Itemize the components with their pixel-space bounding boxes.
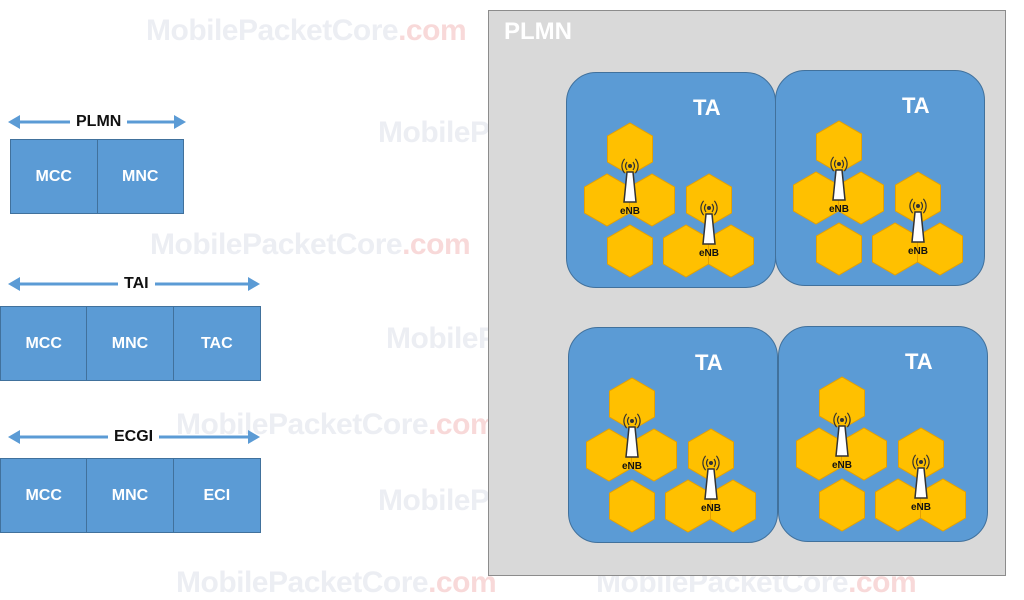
cell-hexagon — [708, 224, 754, 278]
enb-antenna-icon — [833, 412, 851, 457]
ecgi-label: ECGI — [108, 425, 160, 449]
enb-label: eNB — [701, 503, 721, 514]
mnc-field: MNC — [97, 140, 183, 213]
tai-box: MCC MNC TAC — [0, 306, 261, 381]
enb-label: eNB — [620, 206, 640, 217]
ta-label: TA — [905, 349, 933, 374]
cell-hexagon — [686, 173, 732, 227]
enb-antenna-icon — [702, 455, 720, 500]
mnc-field: MNC — [87, 459, 174, 532]
enb-antenna-icon — [621, 158, 639, 203]
enb-label: eNB — [699, 248, 719, 259]
plmn-arrow: PLMN — [8, 110, 186, 134]
tracking-area: TA eNB eNB — [568, 327, 778, 543]
ecgi-arrow: ECGI — [8, 425, 260, 449]
cell-hexagon — [819, 478, 865, 532]
cell-hexagon — [609, 479, 655, 533]
enb-antenna-icon — [623, 413, 641, 458]
cell-hexagon — [629, 173, 675, 227]
watermark: MobilePacketCore.com — [146, 14, 467, 47]
cell-cluster: eNB eNB — [793, 120, 963, 276]
cell-hexagon — [816, 120, 862, 174]
tai-label: TAI — [118, 272, 155, 296]
enb-label: eNB — [908, 246, 928, 257]
tracking-area: TA eNB eNB — [778, 326, 988, 542]
cell-hexagon — [819, 376, 865, 430]
watermark: MobilePacketCore.com — [150, 228, 471, 261]
tai-arrow: TAI — [8, 272, 260, 296]
cell-hexagon — [584, 173, 630, 227]
cell-hexagon — [841, 427, 887, 481]
cell-hexagon — [917, 222, 963, 276]
tracking-area: TA eNB eNB — [775, 70, 985, 286]
enb-label: eNB — [832, 460, 852, 471]
cell-hexagon — [796, 427, 842, 481]
tracking-area: TA eNB eNB — [566, 72, 776, 288]
eci-field: ECI — [173, 459, 260, 532]
enb-antenna-icon — [912, 454, 930, 499]
enb-label: eNB — [911, 502, 931, 513]
ta-label: TA — [695, 350, 723, 375]
cell-hexagon — [838, 171, 884, 225]
cell-hexagon — [816, 222, 862, 276]
cell-hexagon — [586, 428, 632, 482]
cell-hexagon — [609, 377, 655, 431]
plmn-id-box: MCC MNC — [10, 139, 184, 214]
mcc-field: MCC — [11, 140, 98, 213]
mcc-field: MCC — [1, 459, 88, 532]
cell-cluster: eNB eNB — [796, 376, 966, 532]
tac-field: TAC — [173, 307, 260, 380]
cell-hexagon — [688, 428, 734, 482]
mcc-field: MCC — [1, 307, 88, 380]
enb-label: eNB — [622, 461, 642, 472]
enb-label: eNB — [829, 204, 849, 215]
watermark: MobilePacketCore.com — [176, 566, 497, 599]
cell-hexagon — [793, 171, 839, 225]
cell-hexagon — [898, 427, 944, 481]
cell-cluster: eNB eNB — [586, 377, 756, 533]
plmn-title: PLMN — [504, 18, 572, 45]
enb-antenna-icon — [909, 198, 927, 243]
cell-hexagon — [895, 171, 941, 225]
plmn-label: PLMN — [70, 110, 128, 134]
cell-cluster: eNB eNB — [584, 122, 754, 278]
enb-antenna-icon — [830, 156, 848, 201]
cell-hexagon — [607, 224, 653, 278]
ta-label: TA — [902, 93, 930, 118]
cell-hexagon — [920, 478, 966, 532]
ta-label: TA — [693, 95, 721, 120]
ecgi-box: MCC MNC ECI — [0, 458, 261, 533]
enb-antenna-icon — [700, 200, 718, 245]
cell-hexagon — [607, 122, 653, 176]
cell-hexagon — [710, 479, 756, 533]
cell-hexagon — [631, 428, 677, 482]
mnc-field: MNC — [87, 307, 174, 380]
